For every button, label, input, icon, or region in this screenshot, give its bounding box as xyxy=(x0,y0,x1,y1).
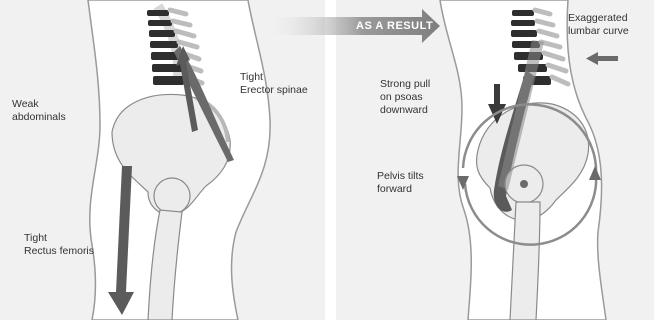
weak-abdominals-line-1: Weak xyxy=(12,98,66,111)
pelvis-tilts-label: Pelvis tilts forward xyxy=(377,170,424,196)
tight-erector-line-2: Erector spinae xyxy=(240,84,308,97)
exaggerated-lumbar-curve-label: Exaggerated lumbar curve xyxy=(568,12,629,38)
weak-abdominals-label: Weak abdominals xyxy=(12,98,66,124)
strong-pull-line-2: on psoas xyxy=(380,91,430,104)
pelvis-tilts-line-1: Pelvis tilts xyxy=(377,170,424,183)
tight-erector-line-1: Tight xyxy=(240,71,308,84)
weak-abdominals-line-2: abdominals xyxy=(12,111,66,124)
pelvis-tilts-line-2: forward xyxy=(377,183,424,196)
tight-rectus-femoris-label: Tight Rectus femoris xyxy=(24,232,94,258)
exaggerated-line-1: Exaggerated xyxy=(568,12,629,25)
tight-erector-spinae-label: Tight Erector spinae xyxy=(240,71,308,97)
strong-pull-label: Strong pull on psoas downward xyxy=(380,78,430,117)
strong-pull-line-1: Strong pull xyxy=(380,78,430,91)
tight-rectus-line-2: Rectus femoris xyxy=(24,245,94,258)
exaggerated-line-2: lumbar curve xyxy=(568,25,629,38)
strong-pull-line-3: downward xyxy=(380,104,430,117)
tight-rectus-line-1: Tight xyxy=(24,232,94,245)
as-a-result-label: AS A RESULT xyxy=(356,20,433,32)
